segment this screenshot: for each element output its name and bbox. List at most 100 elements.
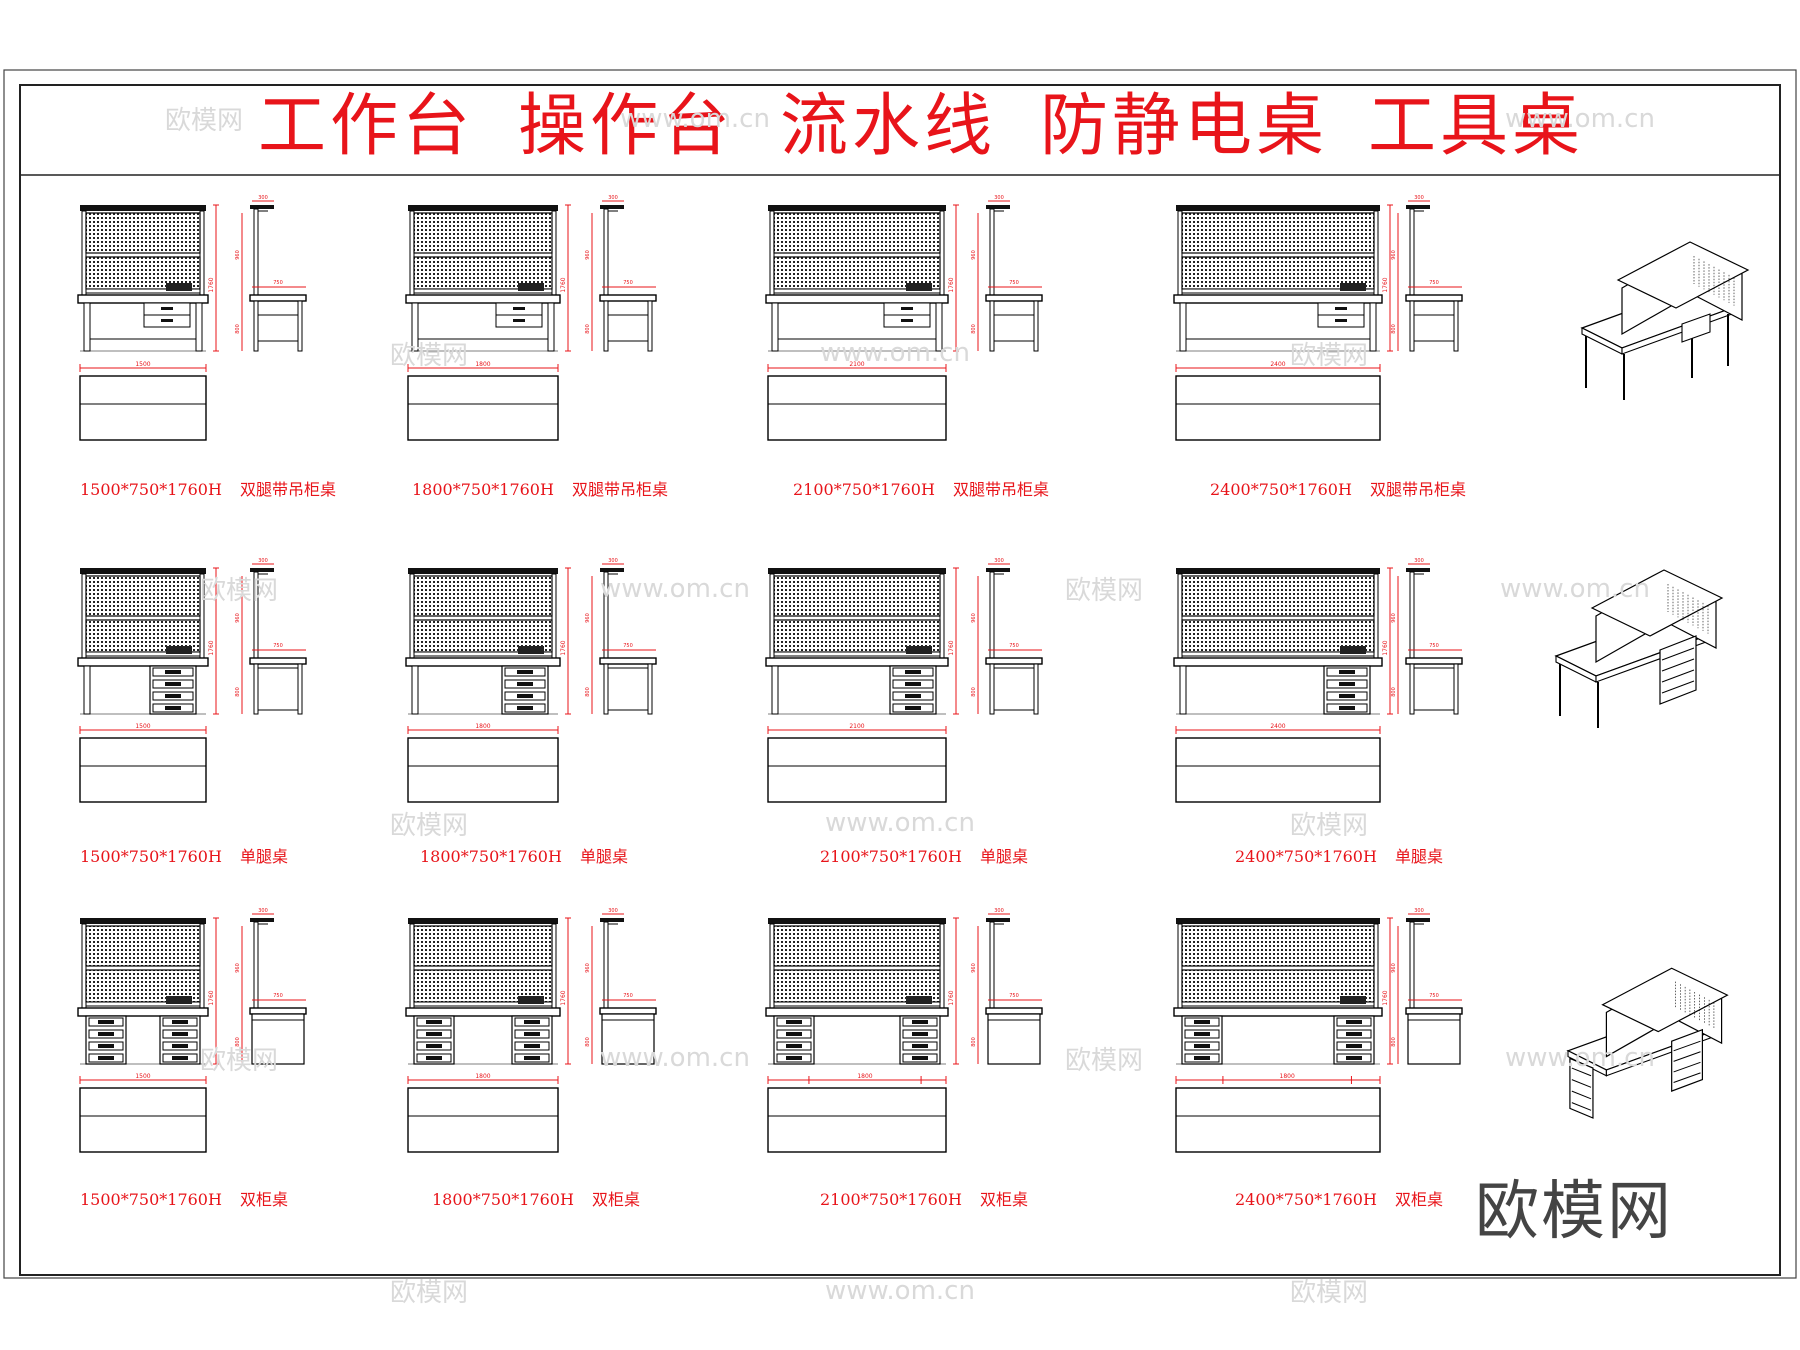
leg (771, 302, 779, 352)
dim-label-depth: 750 (273, 643, 283, 649)
pegboard (773, 575, 941, 617)
desktop (765, 1007, 949, 1017)
dim-label-leg: 800 (1391, 1037, 1397, 1047)
drawer-handle (786, 1032, 802, 1036)
watermark-url: www.om.cn (820, 338, 970, 368)
front-elevation-1-4: 1760 (1173, 204, 1393, 352)
plan-desktop (1175, 737, 1381, 803)
title-word-2: 操作台 (518, 87, 735, 166)
dim-label-depth: 750 (1429, 643, 1439, 649)
dim-label-depth: 750 (623, 280, 633, 286)
drawer-handle (905, 670, 921, 674)
top-shelf (408, 568, 558, 574)
side-leg (1033, 663, 1039, 715)
side-leg (989, 300, 995, 352)
leg (771, 665, 779, 715)
drawer-handle (98, 1044, 114, 1048)
plan-desktop (79, 375, 207, 441)
pegboard (773, 212, 941, 254)
leg (83, 665, 91, 715)
drawer-handle (1339, 682, 1355, 686)
dim-label-depth: 750 (1429, 280, 1439, 286)
watermark-brand: 欧模网 (165, 106, 244, 136)
drawer-handle (172, 1032, 188, 1036)
leg (195, 302, 203, 352)
dim-label-top: 300 (994, 908, 1004, 914)
pegboard (1181, 212, 1375, 254)
drawer-handle (786, 1044, 802, 1048)
isometric-single-leg (1554, 569, 1724, 728)
dim-label-width: 2400 (1270, 361, 1285, 368)
drawer-handle (172, 1056, 188, 1060)
side-post (989, 921, 995, 1009)
dim-label-total: 1760 (560, 277, 567, 292)
drawer-handle (161, 307, 173, 310)
leg (1179, 665, 1187, 715)
iso-drawer-line (1571, 1090, 1592, 1100)
side-cabinet (1407, 1013, 1461, 1065)
side-top (250, 568, 274, 572)
plan-view-3-4: 1800 (1175, 1073, 1381, 1153)
iso-drawer-line (1673, 1061, 1701, 1073)
desktop (1173, 657, 1383, 667)
drawer-handle (1339, 670, 1355, 674)
drawer-handle (172, 1044, 188, 1048)
desktop (77, 294, 209, 304)
caption-type: 双柜桌 (591, 1190, 640, 1209)
side-panel (1413, 667, 1455, 711)
drawer-handle (98, 1032, 114, 1036)
drawer-handle (161, 319, 173, 322)
side-leg (1409, 663, 1415, 715)
side-post (989, 208, 995, 296)
iso-drawer-line (1571, 1067, 1592, 1077)
plan-desktop (1175, 375, 1381, 441)
dim-label-depth: 750 (623, 993, 633, 999)
dim-label-leg: 800 (971, 1037, 977, 1047)
dim-label-total: 1760 (1382, 990, 1389, 1005)
dim-label-depth: 750 (1009, 993, 1019, 999)
plan-desktop (407, 375, 559, 441)
dim-label-total: 1760 (948, 277, 955, 292)
side-top (250, 205, 274, 209)
watermark-brand: 欧模网 (1290, 1278, 1369, 1308)
side-top (600, 205, 624, 209)
drawer-handle (1346, 1056, 1362, 1060)
watermark-brand: 欧模网 (1290, 341, 1369, 371)
drawer-handle (1335, 319, 1347, 322)
drawer-handle (98, 1056, 114, 1060)
outlet-strip (85, 651, 201, 657)
title-word-3: 流水线 (780, 87, 997, 166)
watermark-brand: 欧模网 (390, 1278, 469, 1308)
power-socket (518, 996, 544, 1004)
iso-top-shelf (1616, 241, 1750, 309)
dim-label-top: 300 (258, 908, 268, 914)
dim-label-leg: 800 (235, 1037, 241, 1047)
dim-label-panel: 960 (235, 250, 241, 260)
watermark-url: www.om.cn (1505, 104, 1655, 134)
dim-label-total: 1760 (1382, 277, 1389, 292)
watermark-url: www.om.cn (600, 574, 750, 604)
dim-label-leg: 800 (585, 324, 591, 334)
desktop (405, 1007, 561, 1017)
drawer-handle (1346, 1032, 1362, 1036)
drawer-handle (517, 706, 533, 710)
iso-drawer-line (1661, 658, 1695, 672)
dim-label-total: 1760 (208, 640, 215, 655)
dim-label-panel: 960 (235, 963, 241, 973)
side-top (1406, 918, 1430, 922)
side-desktop (249, 1007, 307, 1015)
dim-label-width: 1800 (857, 1073, 872, 1080)
desktop (765, 657, 949, 667)
title-word-4: 防静电桌 (1040, 87, 1329, 166)
caption-type: 双腿带吊柜桌 (1369, 480, 1466, 499)
pegboard (85, 619, 201, 653)
drawer-handle (426, 1020, 442, 1024)
plan-view-2-1: 1500 (79, 723, 207, 803)
